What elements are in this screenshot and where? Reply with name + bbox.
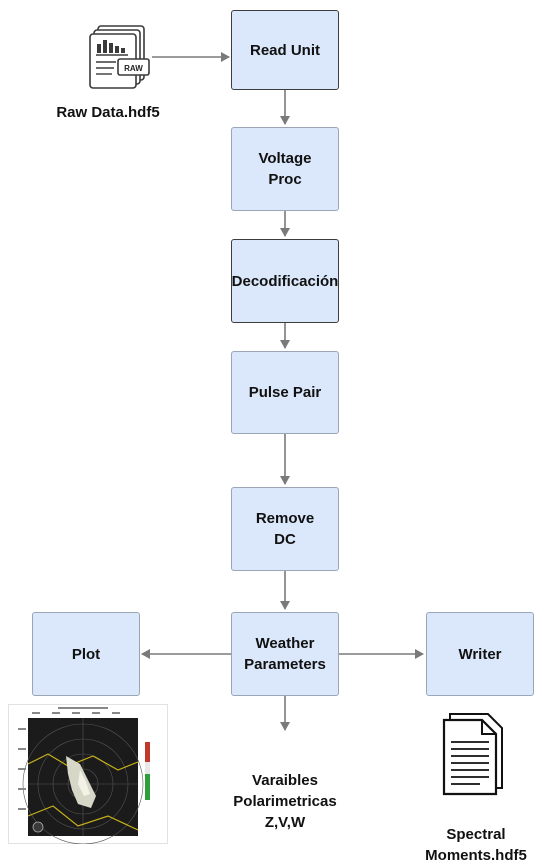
document-icon [442, 713, 503, 796]
weather-parameters-node: Weather Parameters [231, 612, 339, 696]
weather-parameters-label: Weather Parameters [244, 635, 326, 673]
pulse-pair-label: Pulse Pair [248, 384, 322, 401]
raw-data-label: Raw Data.hdf5 [56, 104, 160, 121]
read-unit-label: Read Unit [249, 41, 320, 59]
plot-label: Plot [71, 645, 101, 663]
remove-dc-node: Remove DC [231, 487, 339, 571]
decodificacion-label: Decodificación [231, 272, 339, 290]
writer-node: Writer [426, 612, 534, 696]
variables-label: Varaibles Polarimetricas Z,V,W [233, 772, 337, 831]
voltage-proc-label: Voltage Proc [258, 150, 312, 188]
read-unit-node: Read Unit [231, 10, 339, 90]
writer-label: Writer [458, 645, 502, 663]
raw-file-icon: RAW [89, 25, 150, 89]
radar-plot-thumbnail [8, 704, 168, 844]
voltage-proc-node: Voltage Proc [231, 127, 339, 211]
pulse-pair-node: Pulse Pair [231, 351, 339, 434]
remove-dc-label: Remove DC [255, 510, 315, 548]
decodificacion-node: Decodificación [231, 239, 339, 323]
raw-badge: RAW [124, 64, 143, 73]
spectral-moments-label: Spectral Moments.hdf5 [425, 826, 527, 864]
plot-node: Plot [32, 612, 140, 696]
